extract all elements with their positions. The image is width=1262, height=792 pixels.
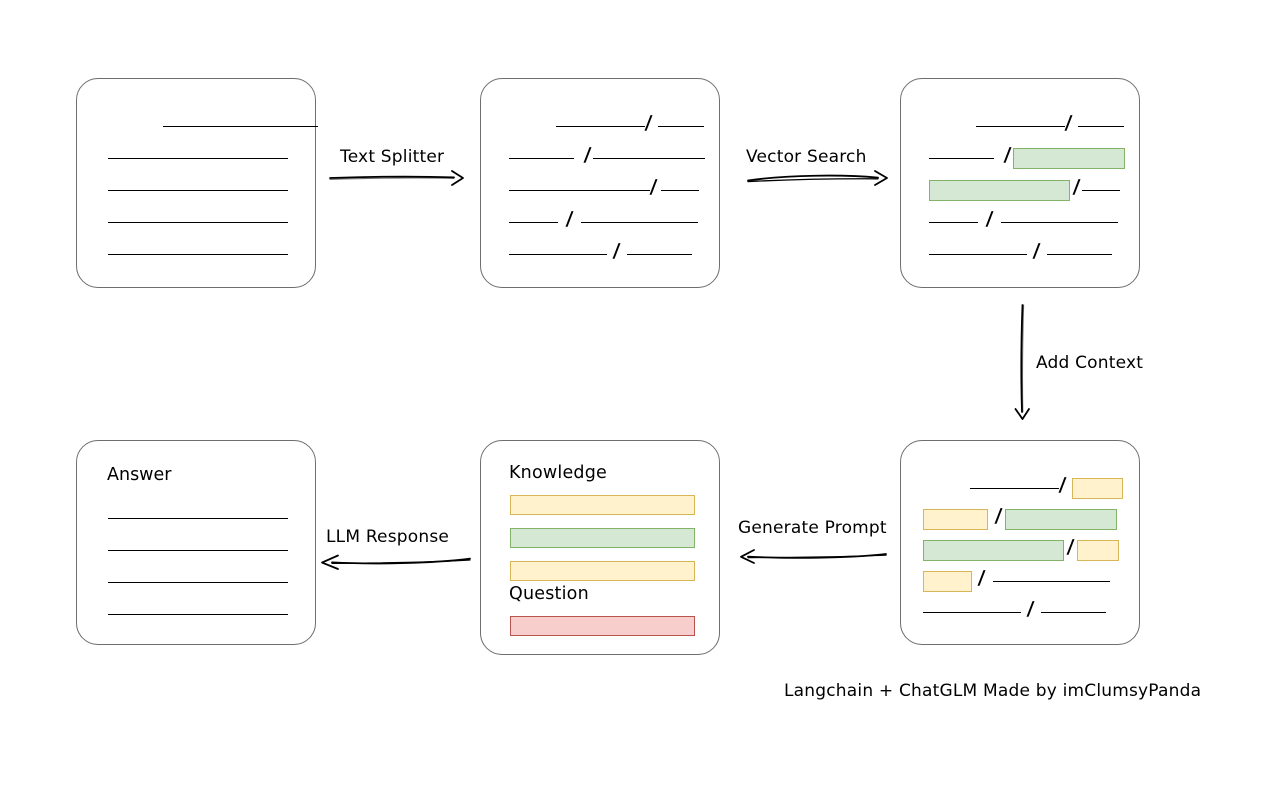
edge-label-vector-search: Vector Search — [746, 147, 867, 167]
answer-heading: Answer — [107, 465, 172, 485]
arrow-generate-prompt — [740, 549, 887, 564]
edge-label-add-context: Add Context — [1036, 353, 1144, 373]
text-stroke — [1040, 611, 1106, 613]
edge-label-llm-response: LLM Response — [326, 527, 450, 547]
text-stroke — [929, 253, 1027, 255]
node-retrieved-chunks[interactable]: / / / / / — [900, 78, 1140, 288]
text-line-row: / — [509, 240, 719, 263]
text-line-row: / — [509, 112, 719, 135]
text-line-row: / — [929, 208, 1139, 231]
text-line-row — [108, 541, 315, 559]
text-line-row: / — [509, 176, 719, 199]
answer-lines — [108, 503, 315, 644]
text-stroke — [108, 613, 288, 615]
context-chunks-lines: / / / / / — [923, 473, 1139, 644]
text-line-row — [108, 509, 315, 527]
text-stroke — [108, 189, 288, 191]
text-line-row: / — [923, 505, 1139, 530]
text-line-row: / — [923, 567, 1139, 592]
text-stroke — [108, 581, 288, 583]
text-line-row: / — [929, 176, 1139, 201]
question-label: Question — [509, 584, 589, 604]
text-stroke — [592, 157, 705, 159]
text-stroke — [660, 189, 699, 191]
node-context-chunks[interactable]: / / / / / — [900, 440, 1140, 645]
text-stroke — [1081, 189, 1120, 191]
text-stroke — [657, 125, 704, 127]
node-source-document[interactable] — [76, 78, 318, 288]
knowledge-bar-2 — [510, 528, 695, 548]
text-stroke — [509, 157, 574, 159]
text-line-row — [108, 245, 315, 263]
arrow-text-splitter — [329, 170, 464, 186]
node-split-chunks[interactable]: / / / / / — [480, 78, 720, 288]
arrow-add-context — [1014, 304, 1030, 420]
edge-label-generate-prompt: Generate Prompt — [738, 518, 887, 538]
text-stroke — [108, 517, 288, 519]
text-stroke — [976, 125, 1065, 127]
chunk-bar-green — [929, 179, 1070, 201]
text-line-row — [108, 181, 315, 199]
knowledge-bar-1 — [510, 495, 695, 515]
text-stroke — [929, 157, 994, 159]
text-stroke — [509, 221, 558, 223]
chunk-bar-green — [1012, 147, 1125, 169]
text-stroke — [929, 221, 978, 223]
node-answer[interactable]: Answer — [76, 440, 316, 645]
text-stroke — [108, 253, 288, 255]
diagram-caption: Langchain + ChatGLM Made by imClumsyPand… — [784, 681, 1202, 701]
text-stroke — [626, 253, 692, 255]
text-line-row: / — [923, 536, 1139, 561]
text-line-row: / — [923, 598, 1139, 621]
text-line-row — [108, 573, 315, 591]
text-line-row: / — [509, 144, 719, 167]
text-stroke — [1046, 253, 1112, 255]
text-line-row: / — [509, 208, 719, 231]
knowledge-label: Knowledge — [509, 463, 607, 483]
question-bar-1 — [510, 616, 695, 636]
chunk-bar-green — [923, 539, 1064, 561]
text-stroke — [509, 189, 650, 191]
text-line-row: / — [929, 112, 1139, 135]
text-line-row: / — [929, 144, 1139, 169]
arrow-vector-search — [747, 170, 888, 186]
text-line-row — [108, 149, 315, 167]
retrieved-chunks-lines: / / / / / — [929, 111, 1139, 287]
text-stroke — [1077, 125, 1124, 127]
text-stroke — [1000, 221, 1118, 223]
text-line-row: / — [923, 474, 1139, 499]
chunk-bar-green — [1004, 508, 1117, 530]
arrow-llm-response — [321, 554, 471, 570]
chunk-bar-yellow — [1071, 477, 1123, 499]
source-document-lines — [108, 111, 318, 287]
text-stroke — [556, 125, 645, 127]
text-stroke — [108, 157, 288, 159]
text-stroke — [509, 253, 607, 255]
text-stroke — [992, 580, 1110, 582]
text-stroke — [580, 221, 698, 223]
knowledge-bar-3 — [510, 561, 695, 581]
text-line-row — [108, 213, 315, 231]
chunk-bar-yellow — [923, 508, 988, 530]
chunk-bar-yellow — [1076, 539, 1119, 561]
text-stroke — [108, 221, 288, 223]
split-chunks-lines: / / / / / — [509, 111, 719, 287]
text-stroke — [970, 487, 1059, 489]
text-stroke — [163, 125, 318, 127]
edge-label-text-splitter: Text Splitter — [340, 147, 445, 167]
text-line-row: / — [929, 240, 1139, 263]
chunk-bar-yellow — [923, 570, 972, 592]
text-stroke — [923, 611, 1021, 613]
text-stroke — [108, 549, 288, 551]
node-prompt-panel[interactable]: Knowledge Question — [480, 440, 720, 655]
text-line-row — [108, 605, 315, 623]
text-line-row — [108, 117, 318, 135]
